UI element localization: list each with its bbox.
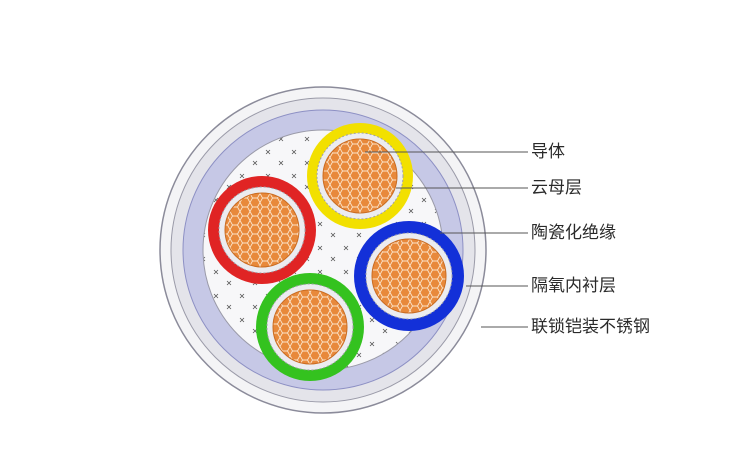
conductor — [371, 238, 447, 314]
conductor — [272, 289, 348, 365]
red-core — [208, 176, 316, 284]
label-oxygen-barrier: 隔氧内衬层 — [531, 276, 616, 296]
blue-core — [354, 221, 464, 331]
label-ceramic-insulation: 陶瓷化绝缘 — [531, 223, 616, 243]
label-mica-layer: 云母层 — [531, 178, 582, 198]
label-interlocked-armor: 联锁铠装不锈钢 — [531, 317, 650, 337]
conductor — [322, 138, 398, 214]
yellow-core — [307, 123, 413, 229]
conductor — [224, 192, 300, 268]
green-core — [256, 273, 364, 381]
label-conductor: 导体 — [531, 142, 565, 162]
